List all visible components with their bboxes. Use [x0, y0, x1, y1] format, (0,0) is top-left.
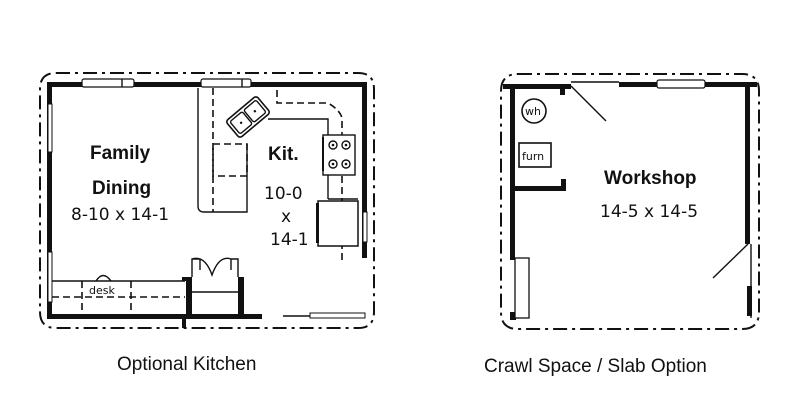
refrigerator [317, 200, 359, 247]
foundation-outline [39, 72, 375, 329]
sink-icon [226, 96, 270, 138]
window [200, 78, 252, 88]
water-heater-icon: wh [521, 98, 547, 124]
foundation-outline [500, 73, 760, 330]
window-left-2 [47, 251, 53, 303]
kitchen-dim-length: 14-1 [270, 230, 309, 250]
cooktop-icon [322, 134, 356, 176]
left-wall [510, 84, 515, 260]
crawl-space-slab-plan: wh furn [500, 73, 760, 330]
left-wall [47, 82, 52, 317]
furnace-icon: furn [518, 142, 552, 168]
optional-kitchen-plan: desk [39, 72, 375, 329]
kitchen-dim-width: 10-0 [264, 184, 303, 204]
room-label-workshop: Workshop [604, 168, 697, 189]
svg-text:wh: wh [525, 105, 541, 118]
window-left [47, 103, 53, 153]
right-wall [362, 82, 367, 258]
room-dimensions-workshop: 14-5 x 14-5 [600, 202, 698, 222]
window [81, 78, 135, 88]
window [656, 79, 706, 89]
room-label-kitchen: Kit. [268, 144, 299, 165]
room-label-dining: Dining [92, 178, 151, 199]
right-wall [745, 84, 750, 244]
caption-crawl-space-slab-option: Crawl Space / Slab Option [484, 356, 707, 377]
bottom-wall [47, 314, 262, 319]
desk-label: desk [89, 284, 115, 297]
desk-lamp-icon [95, 274, 112, 282]
room-label-family: Family [90, 143, 151, 164]
door-swing [570, 85, 607, 122]
kitchen-dim-x: x [281, 207, 291, 227]
caption-optional-kitchen: Optional Kitchen [117, 354, 256, 375]
room-dimensions-family-dining: 8-10 x 14-1 [71, 205, 169, 225]
door-swing [712, 243, 749, 279]
svg-text:furn: furn [522, 150, 544, 163]
